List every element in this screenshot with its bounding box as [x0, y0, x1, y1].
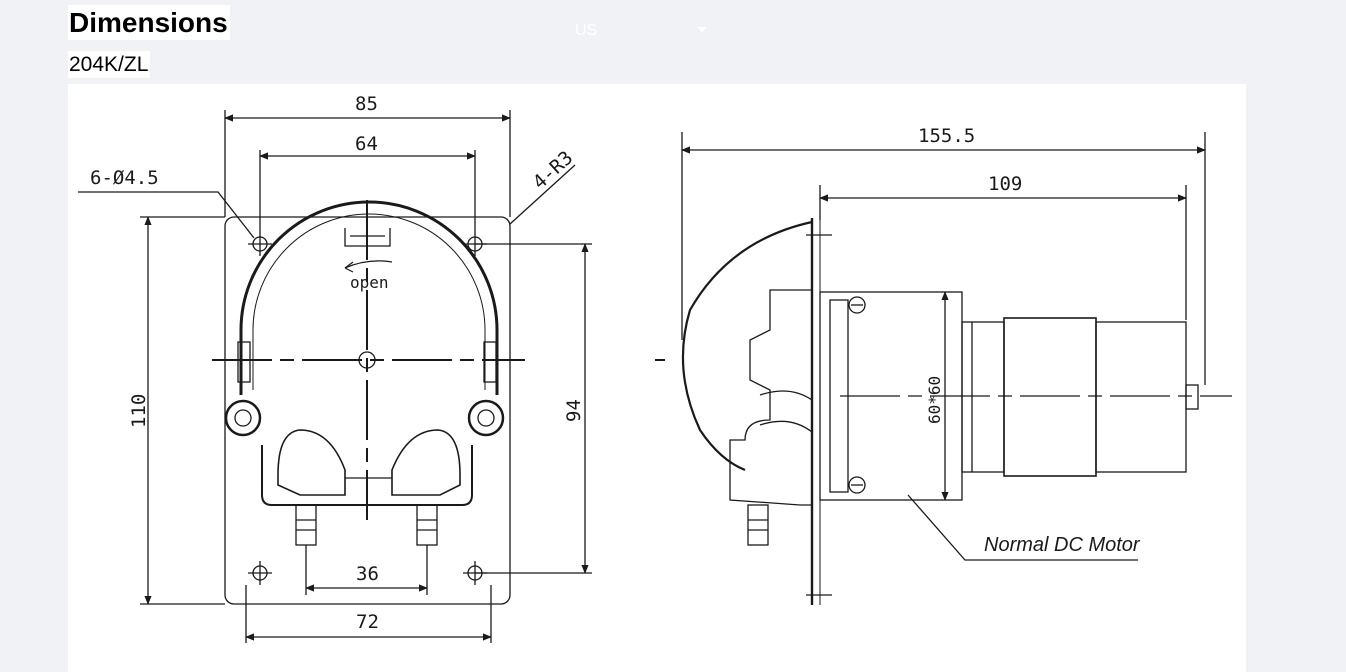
dim-hole-spacing-94: 94 [563, 399, 585, 422]
dim-holes-label: 6-Ø4.5 [90, 167, 159, 189]
side-view [655, 132, 1232, 605]
chevron-down-icon[interactable] [697, 27, 707, 32]
motor-endcap [1095, 321, 1187, 473]
dim-port-spacing-36: 36 [356, 563, 379, 585]
dimension-drawing: 85 64 6-Ø4.5 4-R3 110 94 36 72 open [68, 84, 1246, 672]
dim-total-length: 155.5 [918, 125, 975, 147]
front-view [78, 110, 592, 643]
dim-width-85: 85 [355, 93, 378, 115]
motor-body [1003, 317, 1097, 477]
page-title: Dimensions [68, 5, 230, 40]
dim-motor-length: 109 [988, 173, 1022, 195]
model-label: 204K/ZL [68, 51, 151, 78]
motor-note: Normal DC Motor [984, 534, 1141, 556]
dim-height-110: 110 [128, 394, 150, 428]
pump-head [224, 200, 505, 546]
pump-head-dome [681, 220, 813, 472]
dim-base-width-72: 72 [356, 611, 379, 633]
motor-collar [961, 321, 1005, 473]
dim-motor-flange: 60*60 [925, 376, 944, 424]
language-selector[interactable]: US [575, 22, 598, 39]
rotation-label: open [350, 273, 389, 292]
motor-terminal [1185, 384, 1199, 410]
dim-hole-spacing-64: 64 [355, 133, 378, 155]
